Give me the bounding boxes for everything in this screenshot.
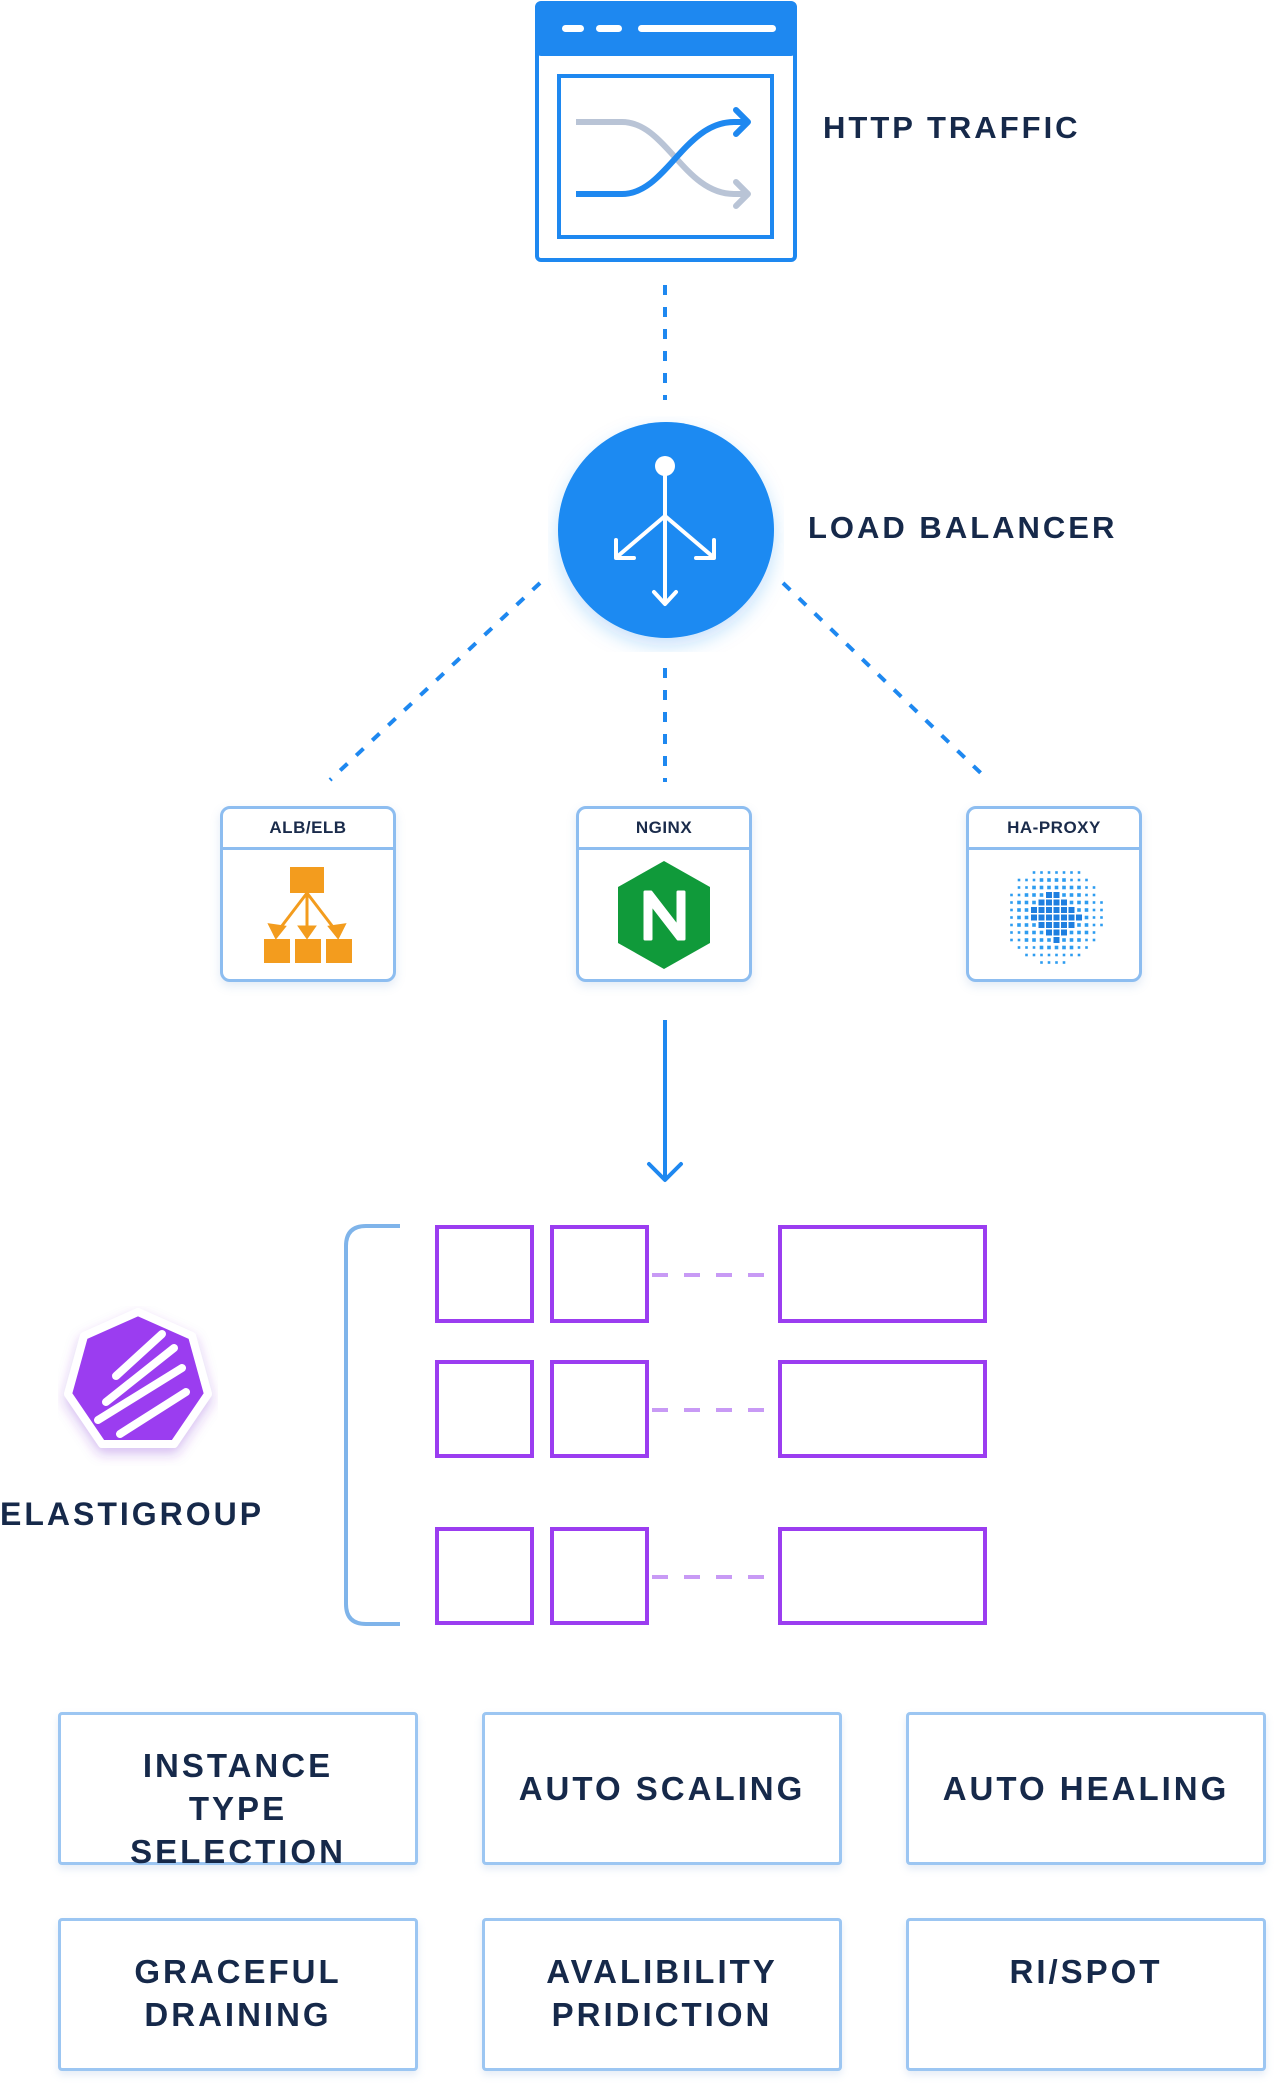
nginx-icon <box>618 860 710 969</box>
instance-box <box>435 1360 534 1458</box>
balancer-name: ALB/ELB <box>223 809 393 850</box>
feature-label: GRACEFUL DRAINING <box>134 1953 342 2033</box>
feature-auto-healing: AUTO HEALING <box>906 1712 1266 1865</box>
balancer-card-nginx[interactable]: NGINX <box>576 806 752 982</box>
instance-box <box>435 1225 534 1323</box>
elastigroup-label: ELASTIGROUP <box>0 1496 265 1532</box>
instance-box <box>550 1527 649 1625</box>
instance-grid <box>435 1225 987 1625</box>
feature-label: AVALIBILITY PRIDICTION <box>546 1953 778 2033</box>
feature-ri-spot: RI/SPOT <box>906 1918 1266 2071</box>
feature-label: INSTANCE TYPE SELECTION <box>130 1747 346 1870</box>
balancer-card-haproxy[interactable]: HA-PROXY <box>966 806 1142 982</box>
feature-graceful-draining: GRACEFUL DRAINING <box>58 1918 418 2071</box>
lb-to-haproxy-connector <box>781 581 990 782</box>
arrow-head-icon <box>647 1162 683 1182</box>
elastigroup-bracket <box>344 1224 400 1626</box>
balancer-card-alb-elb[interactable]: ALB/ELB <box>220 806 396 982</box>
instance-box <box>550 1225 649 1323</box>
instance-box-wide <box>778 1360 987 1458</box>
load-balancer-icon <box>558 422 774 638</box>
http-traffic-window-icon <box>535 1 797 262</box>
load-balancer-label: LOAD BALANCER <box>808 510 1118 545</box>
balancer-name: NGINX <box>579 809 749 850</box>
feature-label: AUTO HEALING <box>942 1770 1230 1807</box>
instance-box <box>435 1527 534 1625</box>
instance-box-wide <box>778 1225 987 1323</box>
feature-availability-prediction: AVALIBILITY PRIDICTION <box>482 1918 842 2071</box>
feature-label: RI/SPOT <box>1009 1953 1163 1990</box>
feature-auto-scaling: AUTO SCALING <box>482 1712 842 1865</box>
instance-box <box>550 1360 649 1458</box>
http-traffic-label: HTTP TRAFFIC <box>823 110 1081 145</box>
elastigroup-logo-icon <box>64 1308 212 1448</box>
instance-box-wide <box>778 1527 987 1625</box>
balancer-name: HA-PROXY <box>969 809 1139 850</box>
aws-elb-icon <box>264 866 352 963</box>
lb-to-alb-connector <box>328 581 542 782</box>
feature-label: AUTO SCALING <box>518 1770 806 1807</box>
haproxy-icon <box>1010 870 1103 964</box>
feature-instance-type-selection: INSTANCE TYPE SELECTION <box>58 1712 418 1870</box>
